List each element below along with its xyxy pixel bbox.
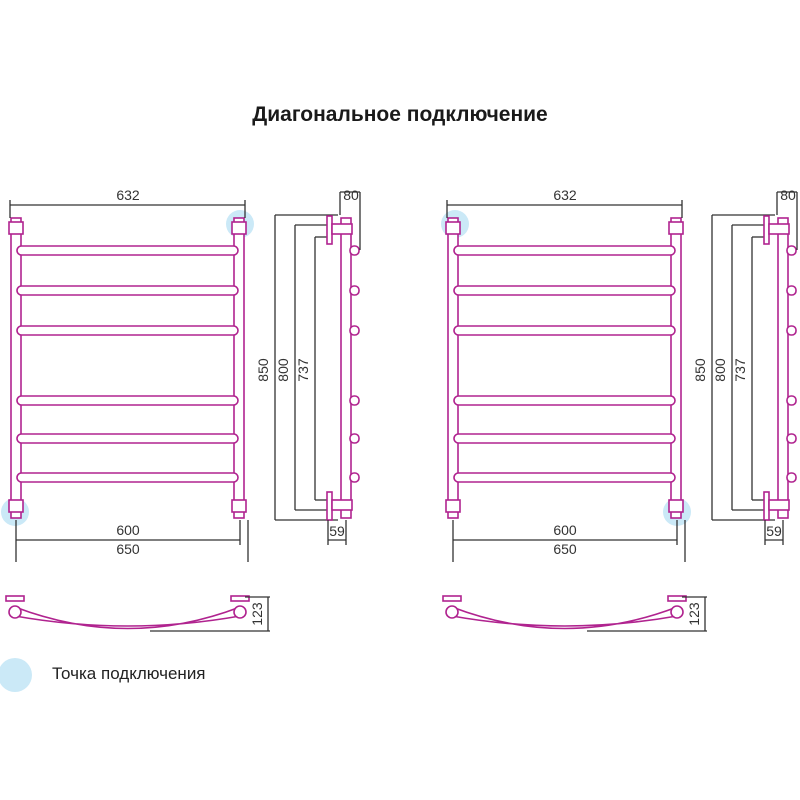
top-view-bracket	[442, 595, 462, 602]
legend-label: Точка подключения	[52, 664, 206, 683]
rail-bar	[453, 472, 676, 483]
left-upright-pipe	[447, 217, 459, 519]
rail-end-cap	[786, 285, 797, 296]
side-fitting	[768, 223, 790, 235]
rail-end-cap	[786, 395, 797, 406]
fitting-nut	[668, 499, 684, 513]
fitting-nut	[231, 221, 247, 235]
rail-end-cap	[349, 395, 360, 406]
rail-end-cap	[349, 472, 360, 483]
dim-width-top: 632	[553, 187, 577, 203]
dim-height-mid: 800	[712, 358, 728, 382]
top-view-rail-arc	[451, 605, 678, 630]
top-view-bracket	[230, 595, 250, 602]
top-view-joint	[233, 605, 247, 619]
right-upright-pipe	[670, 217, 682, 519]
side-fitting	[768, 499, 790, 511]
top-view-joint	[8, 605, 22, 619]
dim-height-axis: 737	[732, 358, 748, 382]
rail-end-cap	[349, 433, 360, 444]
fitting-nut	[668, 221, 684, 235]
dim-total-width: 650	[116, 541, 140, 557]
rail-bar	[453, 325, 676, 336]
rail-bar	[16, 472, 239, 483]
dim-height-mid: 800	[275, 358, 291, 382]
rail-bar	[16, 245, 239, 256]
dim-top-depth: 123	[249, 602, 265, 626]
dim-width-top: 632	[116, 187, 140, 203]
legend-connection-marker	[0, 658, 32, 692]
right-upright-pipe	[233, 217, 245, 519]
rail-bar	[453, 245, 676, 256]
rail-bar	[16, 433, 239, 444]
fitting-nut	[8, 221, 24, 235]
fitting-nut	[8, 499, 24, 513]
top-view-rail-arc	[14, 605, 241, 630]
dim-top-depth: 123	[686, 602, 702, 626]
rail-end-cap	[786, 325, 797, 336]
top-view-bracket	[667, 595, 687, 602]
dim-height-total: 850	[692, 358, 708, 382]
top-view-joint	[445, 605, 459, 619]
rail-end-cap	[786, 245, 797, 256]
top-view-joint	[670, 605, 684, 619]
top-view-bracket	[5, 595, 25, 602]
page-title: Диагональное подключение	[252, 103, 548, 126]
rail-end-cap	[349, 325, 360, 336]
rail-bar	[453, 285, 676, 296]
side-fitting	[331, 223, 353, 235]
rail-bar	[16, 325, 239, 336]
dim-axis-width: 600	[116, 522, 140, 538]
rail-bar	[453, 395, 676, 406]
left-upright-pipe	[10, 217, 22, 519]
fitting-nut	[445, 499, 461, 513]
side-upright-pipe	[340, 217, 352, 519]
dim-side-depth: 80	[780, 187, 796, 203]
dim-total-width: 650	[553, 541, 577, 557]
dim-side-depth: 80	[343, 187, 359, 203]
dim-height-axis: 737	[295, 358, 311, 382]
rail-bar	[16, 285, 239, 296]
rail-end-cap	[349, 285, 360, 296]
fitting-nut	[231, 499, 247, 513]
rail-end-cap	[786, 472, 797, 483]
rail-end-cap	[349, 245, 360, 256]
dim-wall-offset: 59	[766, 523, 782, 539]
rail-bar	[453, 433, 676, 444]
dim-axis-width: 600	[553, 522, 577, 538]
rail-bar	[16, 395, 239, 406]
dim-wall-offset: 59	[329, 523, 345, 539]
fitting-nut	[445, 221, 461, 235]
rail-end-cap	[786, 433, 797, 444]
side-upright-pipe	[777, 217, 789, 519]
side-fitting	[331, 499, 353, 511]
dim-height-total: 850	[255, 358, 271, 382]
